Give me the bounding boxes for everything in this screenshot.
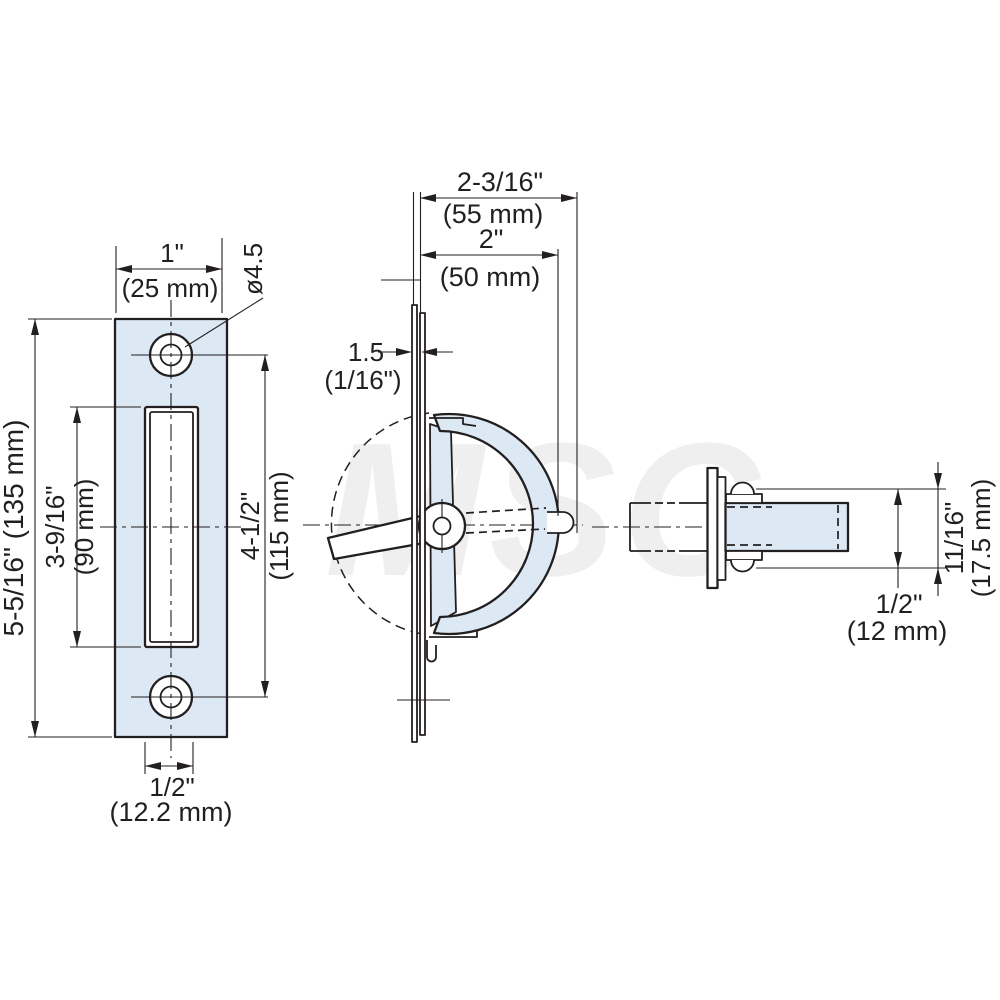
- end-flange-front: [706, 466, 719, 590]
- front-height-dim: 5-5/16" (135 mm): [0, 318, 112, 738]
- front-hole-pitch-dim: 4-1/2" (115 mm): [235, 355, 294, 697]
- side-view: 2-3/16" (55 mm) 2" (50 mm) 1.5 (1/16"): [303, 167, 583, 743]
- side-overall-inch-label: 2-3/16": [457, 167, 543, 197]
- end-body-height-dim: 1/2" (12 mm): [847, 489, 948, 646]
- front-width-dim: 1" (25 mm): [115, 238, 223, 313]
- front-slot-width-dim: 1/2" (12.2 mm): [109, 742, 233, 827]
- side-cup-bottom-lip: [429, 630, 478, 638]
- side-depth-dim: 2" (50 mm): [420, 224, 559, 516]
- front-hole-dia-label: ø4.5: [238, 243, 268, 295]
- side-handle-hidden: [465, 507, 575, 534]
- front-slot-height-inch-label: 3-9/16": [40, 486, 70, 569]
- side-retaining-hook: [426, 640, 437, 663]
- side-thickness-mm-label: 1.5: [348, 337, 384, 367]
- front-view: 1" (25 mm) ø4.5 5-5/16" (135 mm) 3-9/16"…: [0, 238, 294, 827]
- side-depth-inch-label: 2": [479, 224, 504, 254]
- end-tab-height-mm-label: (17.5 mm): [966, 479, 996, 597]
- end-flange-back: [716, 476, 727, 581]
- front-width-mm-label: (25 mm): [122, 273, 219, 303]
- front-slot-height-dim: 3-9/16" (90 mm): [40, 406, 141, 648]
- front-width-inch-label: 1": [160, 238, 184, 268]
- end-body: [724, 501, 850, 553]
- front-height-label: 5-5/16" (135 mm): [0, 420, 29, 637]
- side-plate-back-layer: [419, 312, 426, 736]
- end-view: 1/2" (12 mm) 11/16" (17.5 mm): [592, 462, 996, 646]
- side-thickness-dim: 1.5 (1/16"): [324, 337, 453, 395]
- front-hole-pitch-inch-label: 4-1/2": [235, 492, 265, 561]
- front-hole-dia-callout: ø4.5: [184, 243, 268, 348]
- front-slot-width-mm-label: (12.2 mm): [109, 797, 232, 827]
- end-tab-height-inch-label: 11/16": [939, 502, 969, 574]
- side-handle-end-cap: [547, 511, 575, 534]
- side-overall-dim: 2-3/16" (55 mm): [412, 167, 578, 533]
- side-pivot-pin: [432, 516, 452, 536]
- end-body-height-inch-label: 1/2": [875, 589, 922, 619]
- side-thickness-inch-label: (1/16"): [324, 365, 401, 395]
- front-slot-height-mm-label: (90 mm): [69, 479, 99, 576]
- side-depth-mm-label: (50 mm): [440, 262, 541, 292]
- side-cup-top-lip: [429, 417, 477, 427]
- front-hole-pitch-mm-label: (115 mm): [264, 471, 294, 580]
- end-body-height-mm-label: (12 mm): [847, 616, 948, 646]
- side-ring-band: [432, 412, 560, 636]
- front-slot-width-inch-label: 1/2": [149, 772, 194, 802]
- end-bottom-tab: [725, 550, 763, 573]
- side-plate-front-layer: [411, 304, 418, 743]
- side-overall-mm-label: (55 mm): [443, 199, 544, 229]
- end-top-tab: [725, 481, 763, 504]
- end-tab-height-dim: 11/16" (17.5 mm): [934, 462, 996, 597]
